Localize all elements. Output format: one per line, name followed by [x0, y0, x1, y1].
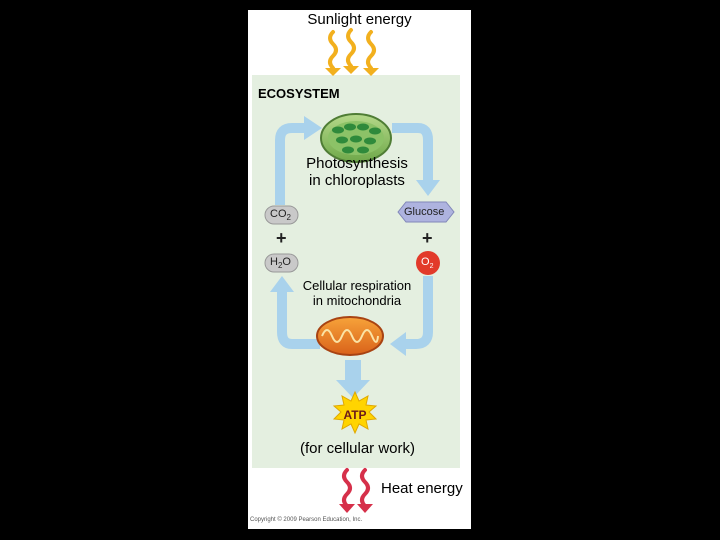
- heat-wave-icon: [342, 468, 370, 508]
- respiration-line-1: Cellular respiration: [302, 278, 412, 293]
- h2o-pill: [264, 253, 299, 273]
- glucose-label: Glucose: [404, 206, 445, 218]
- co2-sub: 2: [286, 213, 291, 223]
- sunlight-arrowheads: [325, 66, 379, 76]
- down-arrow-to-atp: [336, 360, 370, 398]
- o2-sub: 2: [429, 263, 434, 271]
- o2-label: O2: [421, 256, 433, 270]
- respiration-line-2: in mitochondria: [312, 293, 402, 308]
- photosynthesis-label: Photosynthesis in chloroplasts: [292, 155, 422, 189]
- co2-main: CO: [270, 208, 287, 220]
- h2o-label: H2O: [270, 256, 291, 270]
- cycle-arrow-bottom-right: [390, 276, 433, 356]
- plus-left: +: [276, 228, 287, 248]
- o2-circle: [416, 251, 440, 275]
- heat-label: Heat energy: [381, 480, 463, 497]
- sunlight-wave-icon: [328, 28, 376, 70]
- atp-burst-icon: [332, 390, 378, 435]
- chloroplast-icon: [320, 113, 392, 163]
- atp-label: ATP: [343, 408, 367, 422]
- heat-arrowheads: [339, 504, 373, 513]
- cellular-work-label: (for cellular work): [299, 440, 416, 457]
- ecosystem-label: ECOSYSTEM: [258, 86, 340, 101]
- co2-label: CO2: [270, 208, 291, 222]
- plus-right: +: [422, 228, 433, 248]
- glucose-hexagon: [397, 201, 455, 223]
- mitochondrion-icon: [316, 316, 384, 356]
- cycle-arrow-top-right: [392, 123, 440, 196]
- co2-pill: [264, 205, 299, 225]
- cycle-arrow-bottom-left: [270, 276, 320, 349]
- cycle-arrow-top-left: [275, 116, 322, 205]
- respiration-label: Cellular respiration in mitochondria: [282, 278, 432, 308]
- h2o-sub: 2: [277, 261, 283, 271]
- o2-main: O: [421, 256, 430, 268]
- h2o-main: H: [270, 256, 278, 268]
- photosynthesis-line-1: Photosynthesis: [306, 155, 408, 172]
- copyright-text: Copyright © 2009 Pearson Education, Inc.: [250, 517, 363, 523]
- photosynthesis-line-2: in chloroplasts: [309, 172, 405, 189]
- sunlight-label: Sunlight energy: [307, 11, 412, 28]
- h2o-end: O: [282, 256, 291, 268]
